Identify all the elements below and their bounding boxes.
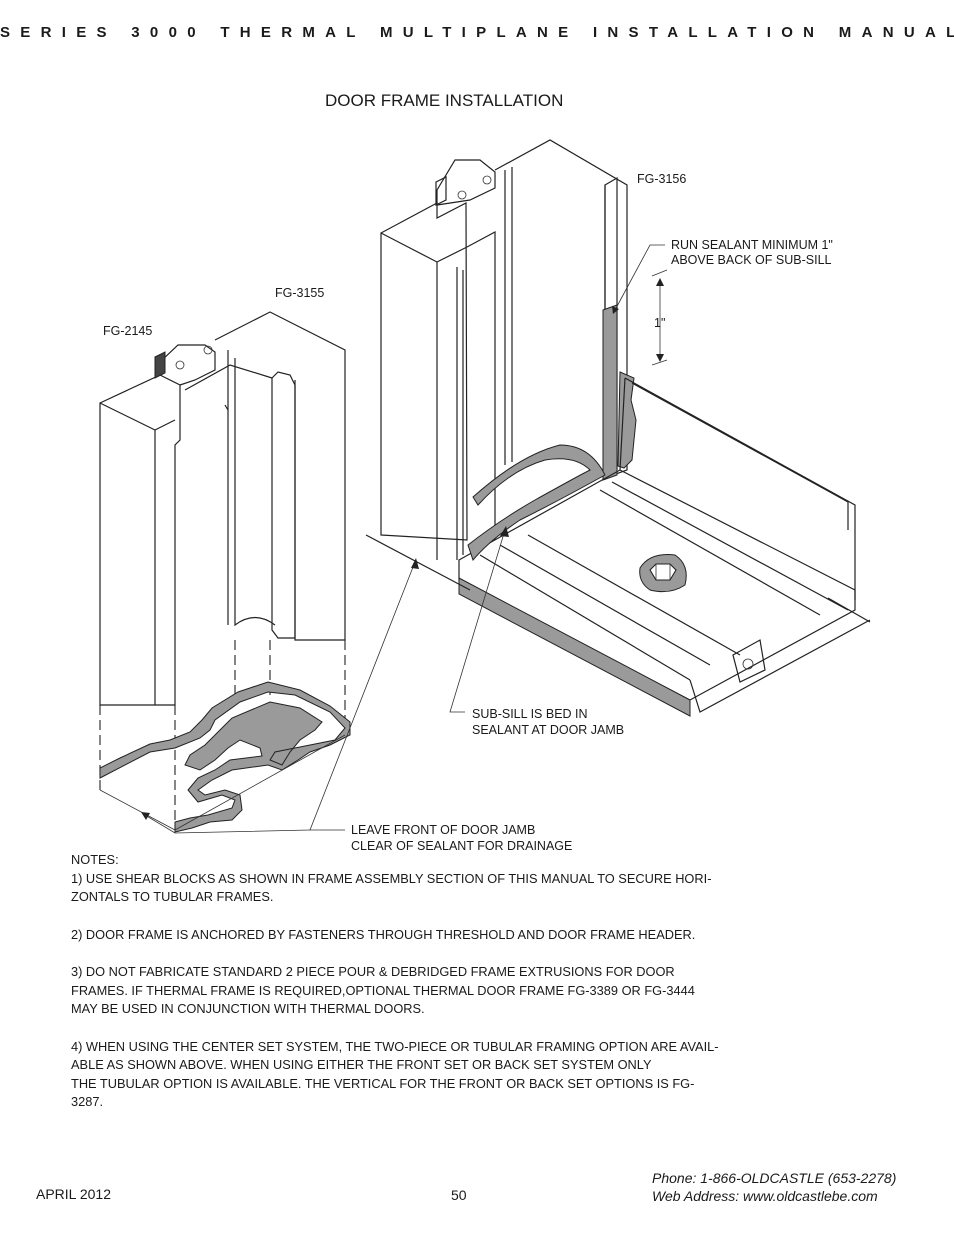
- projection-lines: [99, 640, 346, 830]
- floor-sealant-bead: [99, 681, 351, 833]
- frame-fg3155: [184, 311, 346, 641]
- note-4-line-2: ABLE AS SHOWN ABOVE. WHEN USING EITHER T…: [71, 1057, 652, 1072]
- note-4-line-1: 4) WHEN USING THE CENTER SET SYSTEM, THE…: [71, 1038, 719, 1054]
- footer-contact: Phone: 1-866-OLDCASTLE (653-2278) Web Ad…: [652, 1169, 896, 1205]
- note-3: 3) DO NOT FABRICATE STANDARD 2 PIECE POU…: [71, 963, 811, 1019]
- note-1: 1) USE SHEAR BLOCKS AS SHOWN IN FRAME AS…: [71, 870, 811, 907]
- label-leave-front-1: LEAVE FRONT OF DOOR JAMB: [351, 823, 536, 837]
- door-jamb-fg3156: [380, 139, 628, 560]
- label-sealant-run-2: ABOVE BACK OF SUB-SILL: [671, 253, 832, 267]
- note-3-line-1: 3) DO NOT FABRICATE STANDARD 2 PIECE POU…: [71, 964, 675, 979]
- anchor-bolt-icon: [639, 554, 687, 593]
- note-1-line-1: 1) USE SHEAR BLOCKS AS SHOWN IN FRAME AS…: [71, 870, 712, 886]
- note-4-line-4: 3287.: [71, 1094, 104, 1109]
- manual-header: SERIES 3000 THERMAL MULTIPLANE INSTALLAT…: [0, 24, 954, 41]
- label-sealant-run-1: RUN SEALANT MINIMUM 1": [671, 238, 833, 252]
- label-fg3155: FG-3155: [275, 286, 325, 300]
- sub-sill: [458, 377, 871, 713]
- note-1-line-2: ZONTALS TO TUBULAR FRAMES.: [71, 889, 274, 904]
- label-leave-front-2: CLEAR OF SEALANT FOR DRAINAGE: [351, 839, 573, 853]
- section-title: DOOR FRAME INSTALLATION: [325, 91, 564, 110]
- note-2-line-1: 2) DOOR FRAME IS ANCHORED BY FASTENERS T…: [71, 926, 696, 942]
- label-fg3156: FG-3156: [637, 172, 687, 186]
- page-number: 50: [451, 1187, 467, 1203]
- label-fg2145: FG-2145: [103, 324, 153, 338]
- notes-section: NOTES: 1) USE SHEAR BLOCKS AS SHOWN IN F…: [71, 851, 811, 1131]
- subsill-jamb-sealant: [467, 444, 606, 561]
- frame-fg2145: [99, 344, 216, 706]
- note-3-line-3: MAY BE USED IN CONJUNCTION WITH THERMAL …: [71, 1001, 425, 1016]
- subsill-leader: [449, 529, 506, 713]
- label-dimension: 1": [654, 316, 666, 330]
- jamb-sealant-strip: [602, 304, 618, 481]
- dimension-marker: [651, 269, 668, 366]
- drainage-leader: [309, 561, 416, 831]
- note-2: 2) DOOR FRAME IS ANCHORED BY FASTENERS T…: [71, 926, 811, 945]
- sealant-run-leader: [614, 244, 665, 311]
- label-subsill-1: SUB-SILL IS BED IN: [472, 707, 588, 721]
- footer-date: APRIL 2012: [36, 1186, 111, 1202]
- subsill-bottom-sealant: [458, 577, 691, 717]
- note-3-line-2: FRAMES. IF THERMAL FRAME IS REQUIRED,OPT…: [71, 982, 695, 998]
- notes-heading: NOTES:: [71, 852, 119, 867]
- footer-web: Web Address: www.oldcastlebe.com: [652, 1188, 878, 1204]
- note-4-line-3: THE TUBULAR OPTION IS AVAILABLE. THE VER…: [71, 1075, 695, 1091]
- footer-phone: Phone: 1-866-OLDCASTLE (653-2278): [652, 1170, 897, 1186]
- label-subsill-2: SEALANT AT DOOR JAMB: [472, 723, 625, 737]
- jamb-back-sealant: [617, 371, 637, 469]
- floor-line: [365, 534, 471, 591]
- note-4: 4) WHEN USING THE CENTER SET SYSTEM, THE…: [71, 1038, 811, 1112]
